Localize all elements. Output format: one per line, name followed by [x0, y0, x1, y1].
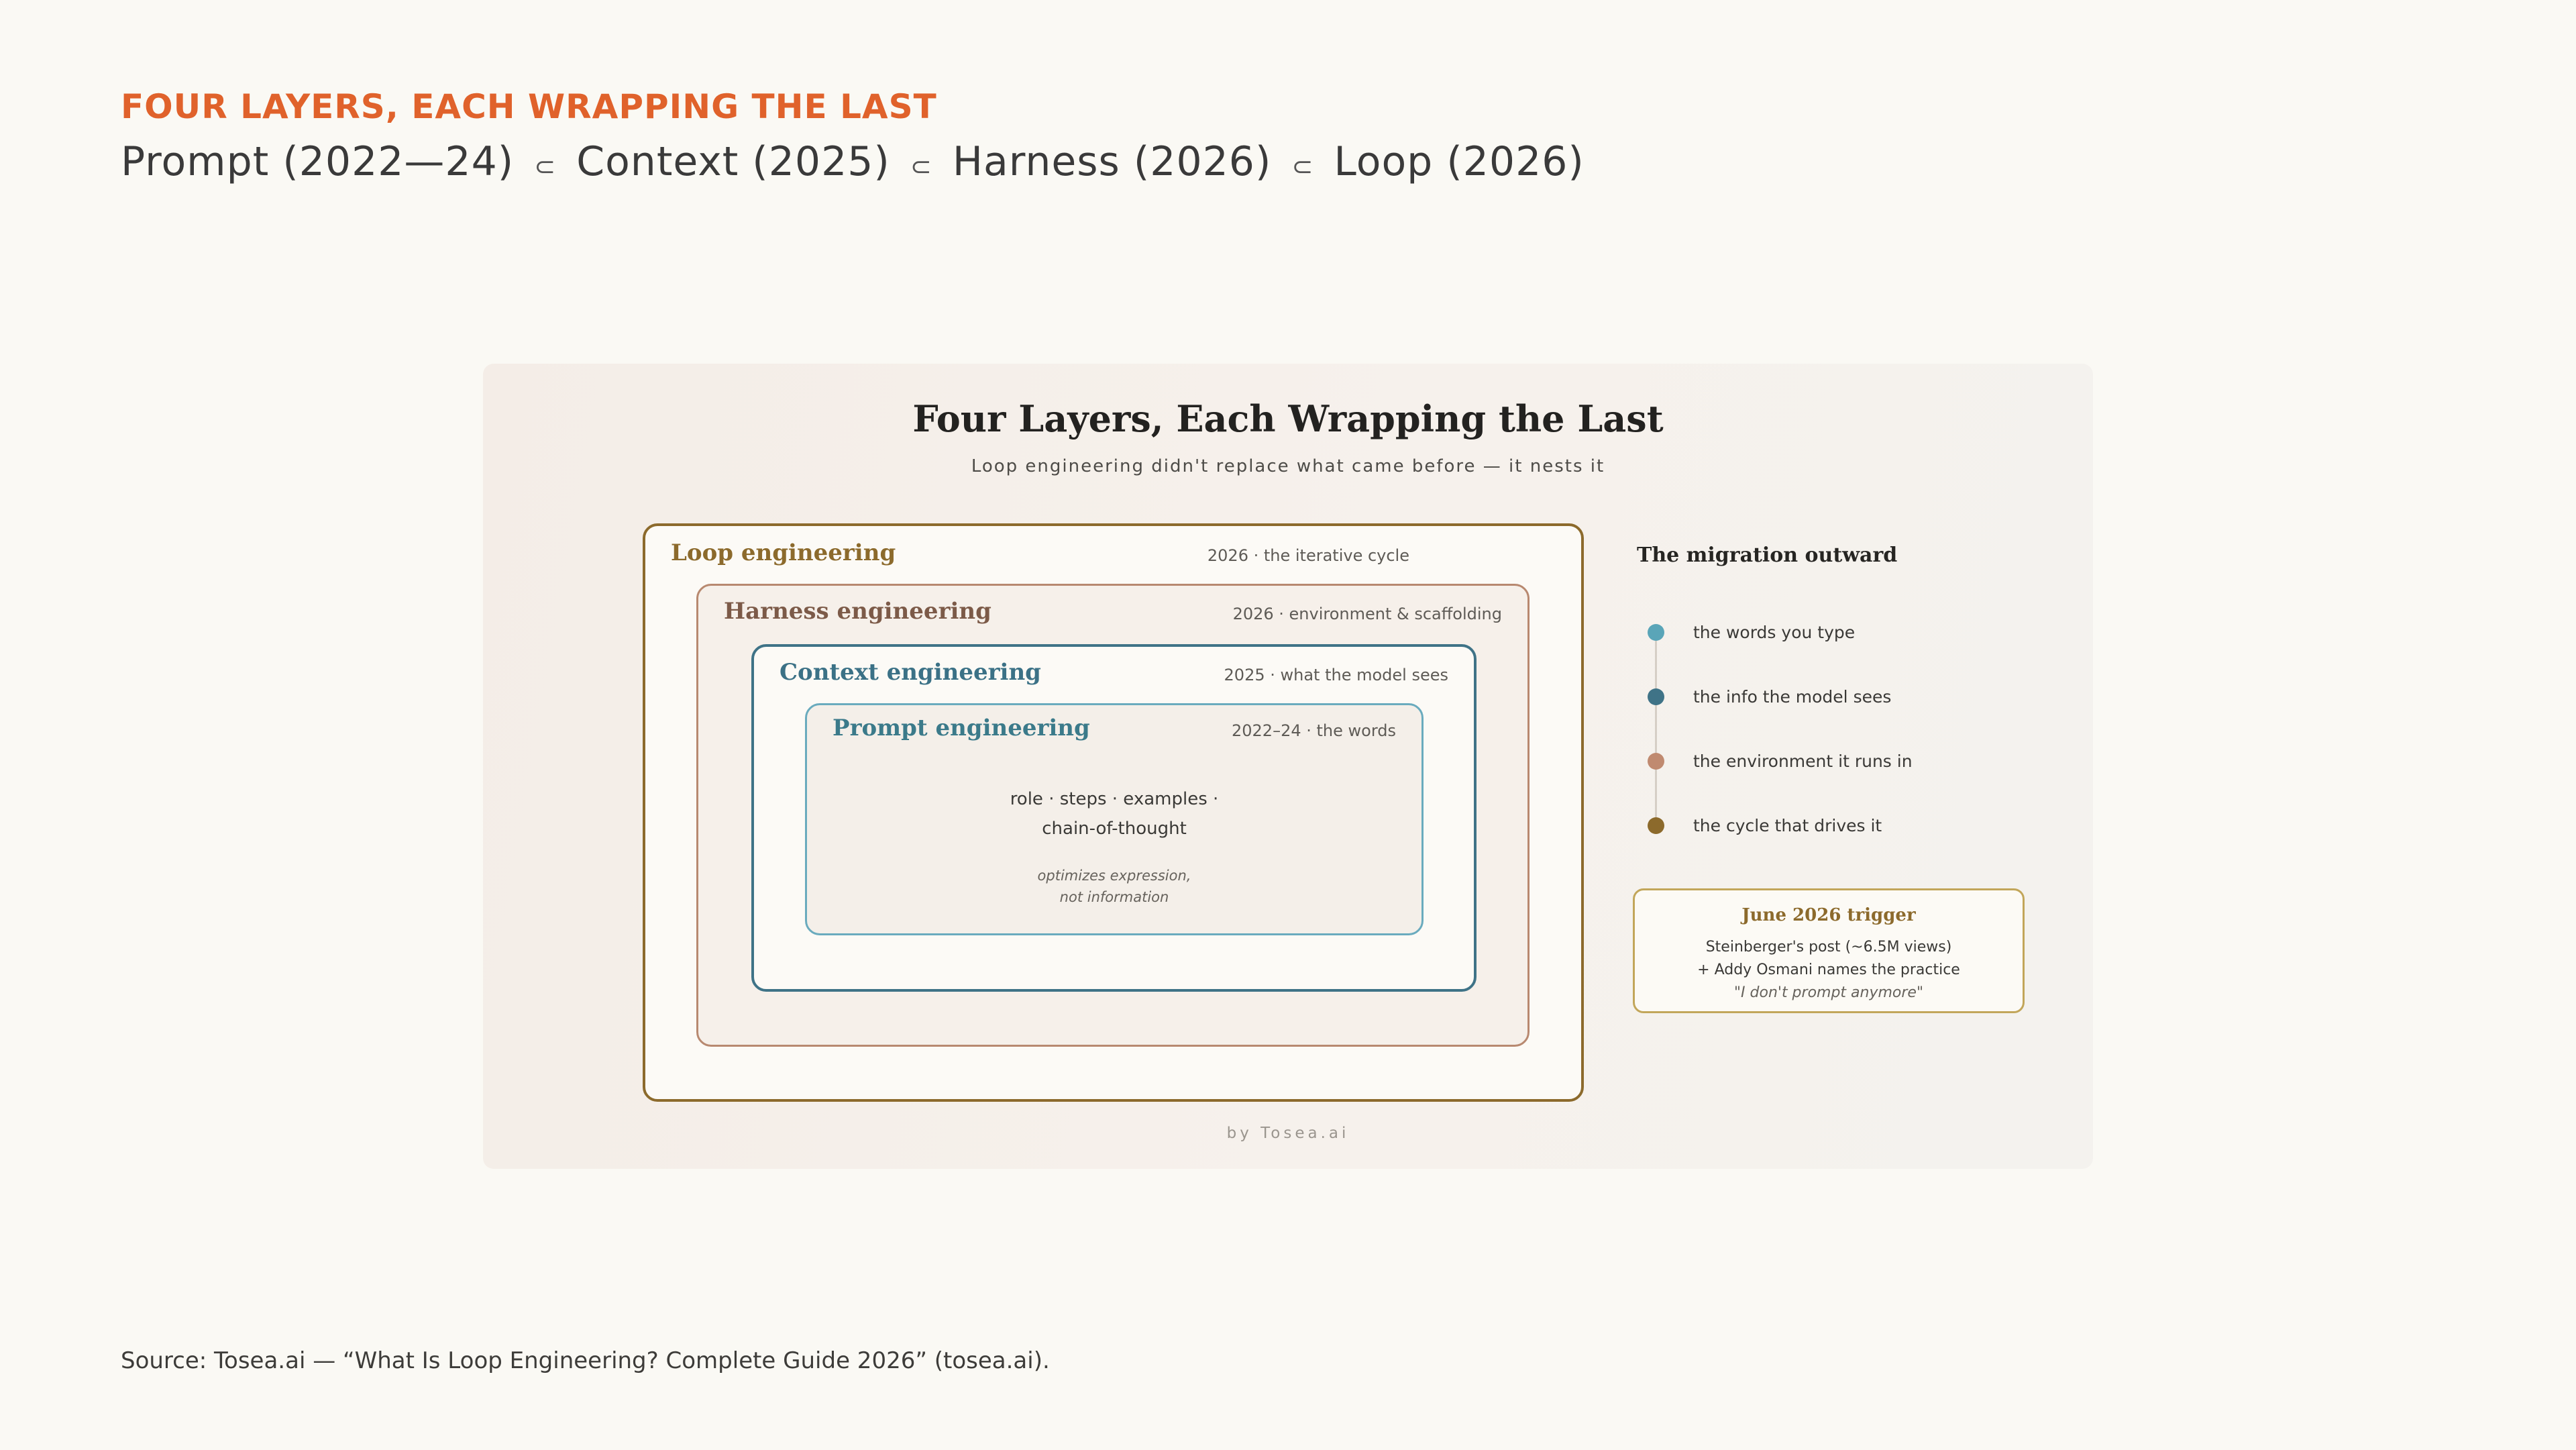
- credit: by Tosea.ai: [1226, 1125, 1350, 1142]
- subset-symbol: ⊂: [534, 152, 557, 181]
- prompt-body: role · steps · examples · chain-of-thoug…: [807, 784, 1421, 843]
- step-label: the cycle that drives it: [1693, 816, 1882, 835]
- headline-loop: Loop (2026): [1334, 138, 1585, 185]
- layer-context-name: Context engineering: [780, 659, 1041, 686]
- trigger-quote: "I don't prompt anymore": [1733, 984, 1924, 1001]
- prompt-note: optimizes expression, not information: [807, 865, 1421, 908]
- layer-harness-name: Harness engineering: [724, 598, 991, 625]
- prompt-note-line: optimizes expression,: [1037, 868, 1191, 884]
- layer-harness-meta: 2026 · environment & scaffolding: [1232, 605, 1502, 623]
- layer-context-meta: 2025 · what the model sees: [1224, 666, 1448, 684]
- layer-prompt-name: Prompt engineering: [833, 715, 1090, 741]
- step-label: the info the model sees: [1693, 687, 1892, 707]
- subset-symbol: ⊂: [1291, 152, 1314, 181]
- prompt-body-line: chain-of-thought: [1042, 819, 1187, 839]
- prompt-body-line: role · steps · examples ·: [1010, 789, 1219, 809]
- migration-title: The migration outward: [1637, 543, 1898, 567]
- headline-harness: Harness (2026): [952, 138, 1272, 185]
- diagram-subtitle: Loop engineering didn't replace what cam…: [971, 456, 1605, 476]
- timeline-line: [1655, 632, 1657, 825]
- diagram-card: Four Layers, Each Wrapping the Last Loop…: [483, 364, 2093, 1169]
- step-dot-icon: [1648, 624, 1664, 641]
- layer-prompt: Prompt engineering 2022–24 · the words r…: [805, 703, 1424, 935]
- headline: Prompt (2022—24) ⊂ Context (2025) ⊂ Harn…: [121, 138, 1585, 185]
- eyebrow-heading: FOUR LAYERS, EACH WRAPPING THE LAST: [121, 87, 937, 126]
- prompt-note-line: not information: [1059, 889, 1169, 905]
- step-label: the environment it runs in: [1693, 752, 1913, 771]
- step-dot-icon: [1648, 817, 1664, 834]
- layer-loop-name: Loop engineering: [671, 539, 896, 566]
- trigger-title: June 2026 trigger: [1741, 905, 1916, 925]
- trigger-line: + Addy Osmani names the practice: [1697, 962, 1960, 978]
- trigger-box: June 2026 trigger Steinberger's post (~6…: [1633, 888, 2025, 1013]
- step-dot-icon: [1648, 753, 1664, 770]
- trigger-line: Steinberger's post (~6.5M views): [1705, 939, 1952, 955]
- step-dot-icon: [1648, 688, 1664, 705]
- subset-symbol: ⊂: [910, 152, 932, 181]
- diagram-title: Four Layers, Each Wrapping the Last: [912, 397, 1664, 440]
- layer-prompt-meta: 2022–24 · the words: [1231, 721, 1396, 740]
- step-label: the words you type: [1693, 623, 1856, 642]
- layer-loop-meta: 2026 · the iterative cycle: [1207, 546, 1409, 565]
- headline-context: Context (2025): [576, 138, 890, 185]
- source-citation: Source: Tosea.ai — “What Is Loop Enginee…: [121, 1347, 1050, 1374]
- headline-prompt: Prompt (2022—24): [121, 138, 515, 185]
